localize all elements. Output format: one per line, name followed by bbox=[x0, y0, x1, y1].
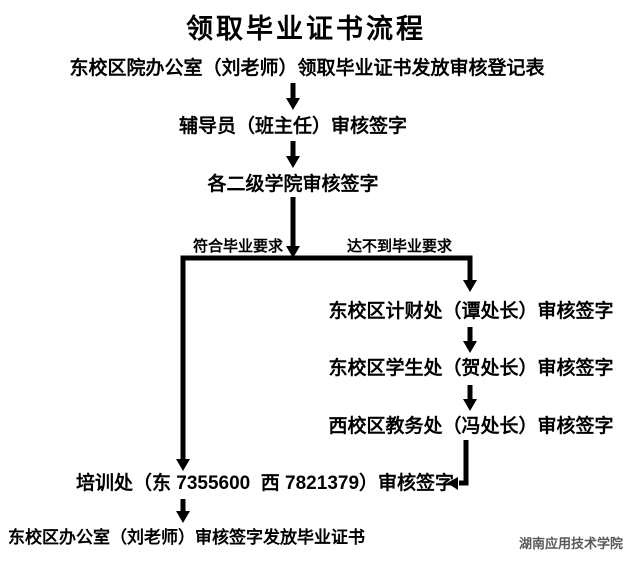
arrow-student-office-to-academic-office bbox=[463, 385, 477, 411]
step-pickup-form: 东校区院办公室（刘老师）领取毕业证书发放审核登记表 bbox=[69, 58, 545, 79]
step-academic-office-sign: 西校区教务处（冯处长）审核签字 bbox=[328, 416, 614, 437]
step-college-sign: 各二级学院审核签字 bbox=[207, 174, 379, 195]
arrow-counselor-to-college bbox=[286, 141, 300, 168]
branch-label-qualified: 符合毕业要求 bbox=[193, 238, 284, 255]
arrow-branch-to-training-office bbox=[176, 256, 190, 471]
arrow-training-office-to-issue bbox=[176, 499, 190, 523]
flowchart-title: 领取毕业证书流程 bbox=[186, 14, 426, 44]
arrow-academic-office-to-training-office bbox=[447, 440, 469, 490]
arrow-college-to-branch bbox=[286, 197, 300, 258]
step-issue-certificate: 东校区办公室（刘老师）审核签字发放毕业证书 bbox=[8, 528, 365, 547]
watermark-school-name: 湖南应用技术学院 bbox=[519, 536, 624, 551]
step-training-office-sign: 培训处（东 7355600 西 7821379）审核签字 bbox=[75, 473, 455, 494]
step-finance-office-sign: 东校区计财处（谭处长）审核签字 bbox=[328, 301, 614, 322]
arrow-form-to-counselor bbox=[286, 83, 300, 110]
step-counselor-sign: 辅导员（班主任）审核签字 bbox=[178, 116, 407, 137]
branch-label-not-qualified: 达不到毕业要求 bbox=[347, 238, 453, 255]
arrow-finance-to-student-office bbox=[463, 327, 477, 353]
arrow-branch-to-finance-office bbox=[463, 256, 477, 292]
step-student-office-sign: 东校区学生处（贺处长）审核签字 bbox=[328, 358, 614, 379]
